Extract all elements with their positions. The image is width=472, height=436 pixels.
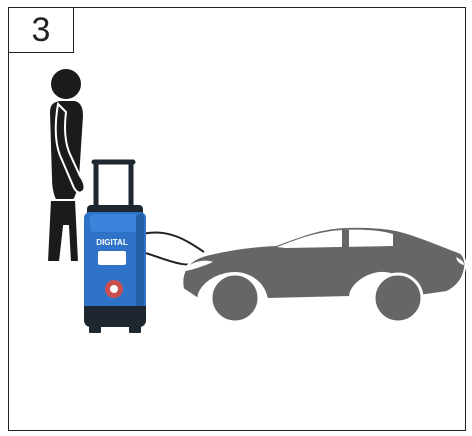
charger-foot-left — [89, 326, 101, 333]
charger-top-panel — [90, 214, 140, 232]
person-legs — [47, 200, 79, 262]
person-head — [51, 69, 81, 99]
car-rear-wheel — [374, 274, 422, 322]
car-icon — [182, 227, 465, 322]
car-mirror — [381, 248, 393, 254]
car-window-pillar — [342, 230, 349, 247]
charger-display-screen — [98, 251, 126, 265]
charger-brand-label: DIGITAL — [96, 238, 128, 247]
charger-base — [84, 306, 146, 327]
charger-foot-right — [129, 326, 141, 333]
charger-dial-center — [110, 285, 118, 293]
person-figure-icon — [47, 69, 85, 262]
cable-top — [142, 232, 204, 252]
car-front-wheel — [211, 274, 259, 322]
charger-side-shadow — [136, 214, 144, 309]
battery-charger-icon: DIGITAL — [84, 162, 146, 333]
